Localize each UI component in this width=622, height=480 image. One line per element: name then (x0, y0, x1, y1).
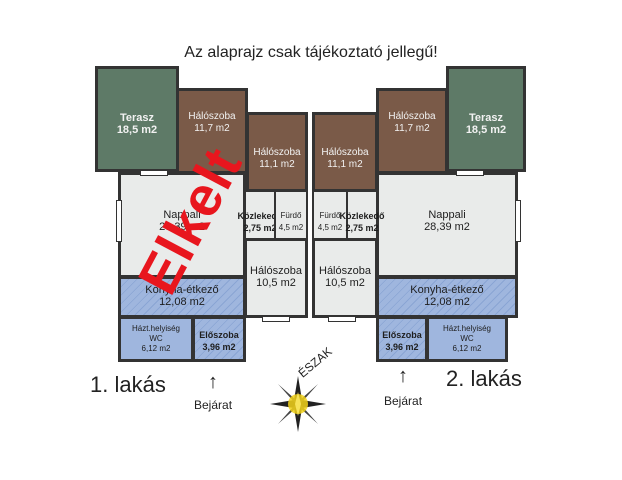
left-corridor-area: 2,75 m2 (243, 223, 277, 233)
left-utility-wc: Házt.helyiség WC 6,12 m2 (118, 316, 194, 362)
right-bedroom-top-outer: Hálószoba 11,7 m2 (376, 88, 448, 174)
window-mark (262, 316, 290, 322)
right-bath-area: 4,5 m2 (317, 223, 343, 232)
right-bedroom-top-inner: Hálószoba 11,1 m2 (312, 112, 378, 192)
left-corridor: Közlekedő 2,75 m2 (237, 190, 283, 240)
right-entrance-label: Bejárat (384, 394, 423, 408)
left-hall-area: 3,96 m2 (202, 342, 236, 352)
left-bed3-name: Hálószoba (250, 265, 302, 277)
right-kitchen: Konyha-étkező 12,08 m2 (376, 276, 518, 318)
right-utility-wc: Házt.helyiség WC 6,12 m2 (426, 316, 508, 362)
right-bedroom-bottom: Hálószoba 10,5 m2 (312, 238, 378, 318)
left-kitchen-area: 12,08 m2 (159, 296, 205, 308)
right-terrace-area: 18,5 m2 (465, 124, 507, 136)
right-kitchen-name: Konyha-étkező (410, 284, 484, 296)
right-hall-area: 3,96 m2 (385, 342, 419, 352)
right-util-area: 6,12 m2 (452, 344, 482, 353)
left-kitchen-name: Konyha-étkező (145, 284, 219, 296)
left-living-room: Nappali 28,39 m2 (118, 172, 246, 278)
right-util-name: Házt.helyiség (442, 324, 492, 333)
left-bed2-name: Hálószoba (253, 147, 301, 158)
unit-1-label: 1. lakás (90, 372, 166, 397)
window-mark (456, 170, 484, 176)
right-bath-name: Fürdő (319, 211, 341, 220)
left-terrace-name: Terasz (119, 112, 155, 124)
left-bath-name: Fürdő (280, 211, 302, 220)
right-living-room: Nappali 28,39 m2 (376, 172, 518, 278)
left-bedroom-top-outer: Hálószoba 11,7 m2 (176, 88, 248, 174)
left-living-name: Nappali (163, 209, 201, 221)
right-living-name: Nappali (428, 209, 466, 221)
left-bed3-area: 10,5 m2 (256, 277, 296, 289)
left-corridor-name: Közlekedő (237, 211, 283, 221)
right-bed3-name: Hálószoba (319, 265, 371, 277)
left-terrace-area: 18,5 m2 (116, 124, 158, 136)
right-bed3-area: 10,5 m2 (325, 277, 365, 289)
right-bed1-name: Hálószoba (388, 111, 436, 122)
left-kitchen: Konyha-étkező 12,08 m2 (118, 276, 246, 318)
right-bed2-name: Hálószoba (321, 147, 369, 158)
right-bed1-area: 11,7 m2 (394, 123, 430, 134)
right-living-area: 28,39 m2 (424, 221, 470, 233)
left-bathroom: Fürdő 4,5 m2 (274, 190, 308, 240)
right-corridor-name: Közlekedő (339, 211, 385, 221)
right-hall-name: Előszoba (382, 330, 422, 340)
left-bedroom-bottom: Hálószoba 10,5 m2 (244, 238, 308, 318)
window-mark (140, 170, 168, 176)
left-bath-area: 4,5 m2 (278, 223, 304, 232)
left-util-name: Házt.helyiség (131, 324, 181, 333)
right-terrace-name: Terasz (468, 112, 504, 124)
disclaimer-title: Az alaprajz csak tájékoztató jellegű! (184, 44, 438, 61)
left-bed2-area: 11,1 m2 (259, 159, 295, 170)
left-bed1-name: Hálószoba (188, 111, 236, 122)
window-mark (328, 316, 356, 322)
right-terrace: Terasz 18,5 m2 (446, 66, 526, 172)
right-util-name2: WC (460, 334, 474, 343)
right-entrance-arrow-icon: ↑ (398, 365, 408, 387)
right-hallway: Előszoba 3,96 m2 (376, 316, 428, 362)
window-mark (515, 200, 521, 242)
left-bedroom-top-inner: Hálószoba 11,1 m2 (246, 112, 308, 192)
right-corridor: Közlekedő 2,75 m2 (339, 190, 385, 240)
right-bed2-area: 11,1 m2 (327, 159, 363, 170)
left-terrace: Terasz 18,5 m2 (95, 66, 179, 172)
window-mark (116, 200, 122, 242)
right-corridor-area: 2,75 m2 (345, 223, 379, 233)
left-util-name2: WC (149, 334, 163, 343)
left-util-area: 6,12 m2 (141, 344, 171, 353)
right-kitchen-area: 12,08 m2 (424, 296, 470, 308)
left-entrance-arrow-icon: ↑ (208, 371, 218, 393)
left-hallway: Előszoba 3,96 m2 (192, 316, 246, 362)
left-bed1-area: 11,7 m2 (194, 123, 230, 134)
unit-2-label: 2. lakás (446, 366, 522, 391)
left-living-area: 28,39 m2 (159, 221, 205, 233)
left-entrance-label: Bejárat (194, 398, 233, 412)
compass-rose-icon (270, 376, 326, 432)
left-hall-name: Előszoba (199, 330, 239, 340)
